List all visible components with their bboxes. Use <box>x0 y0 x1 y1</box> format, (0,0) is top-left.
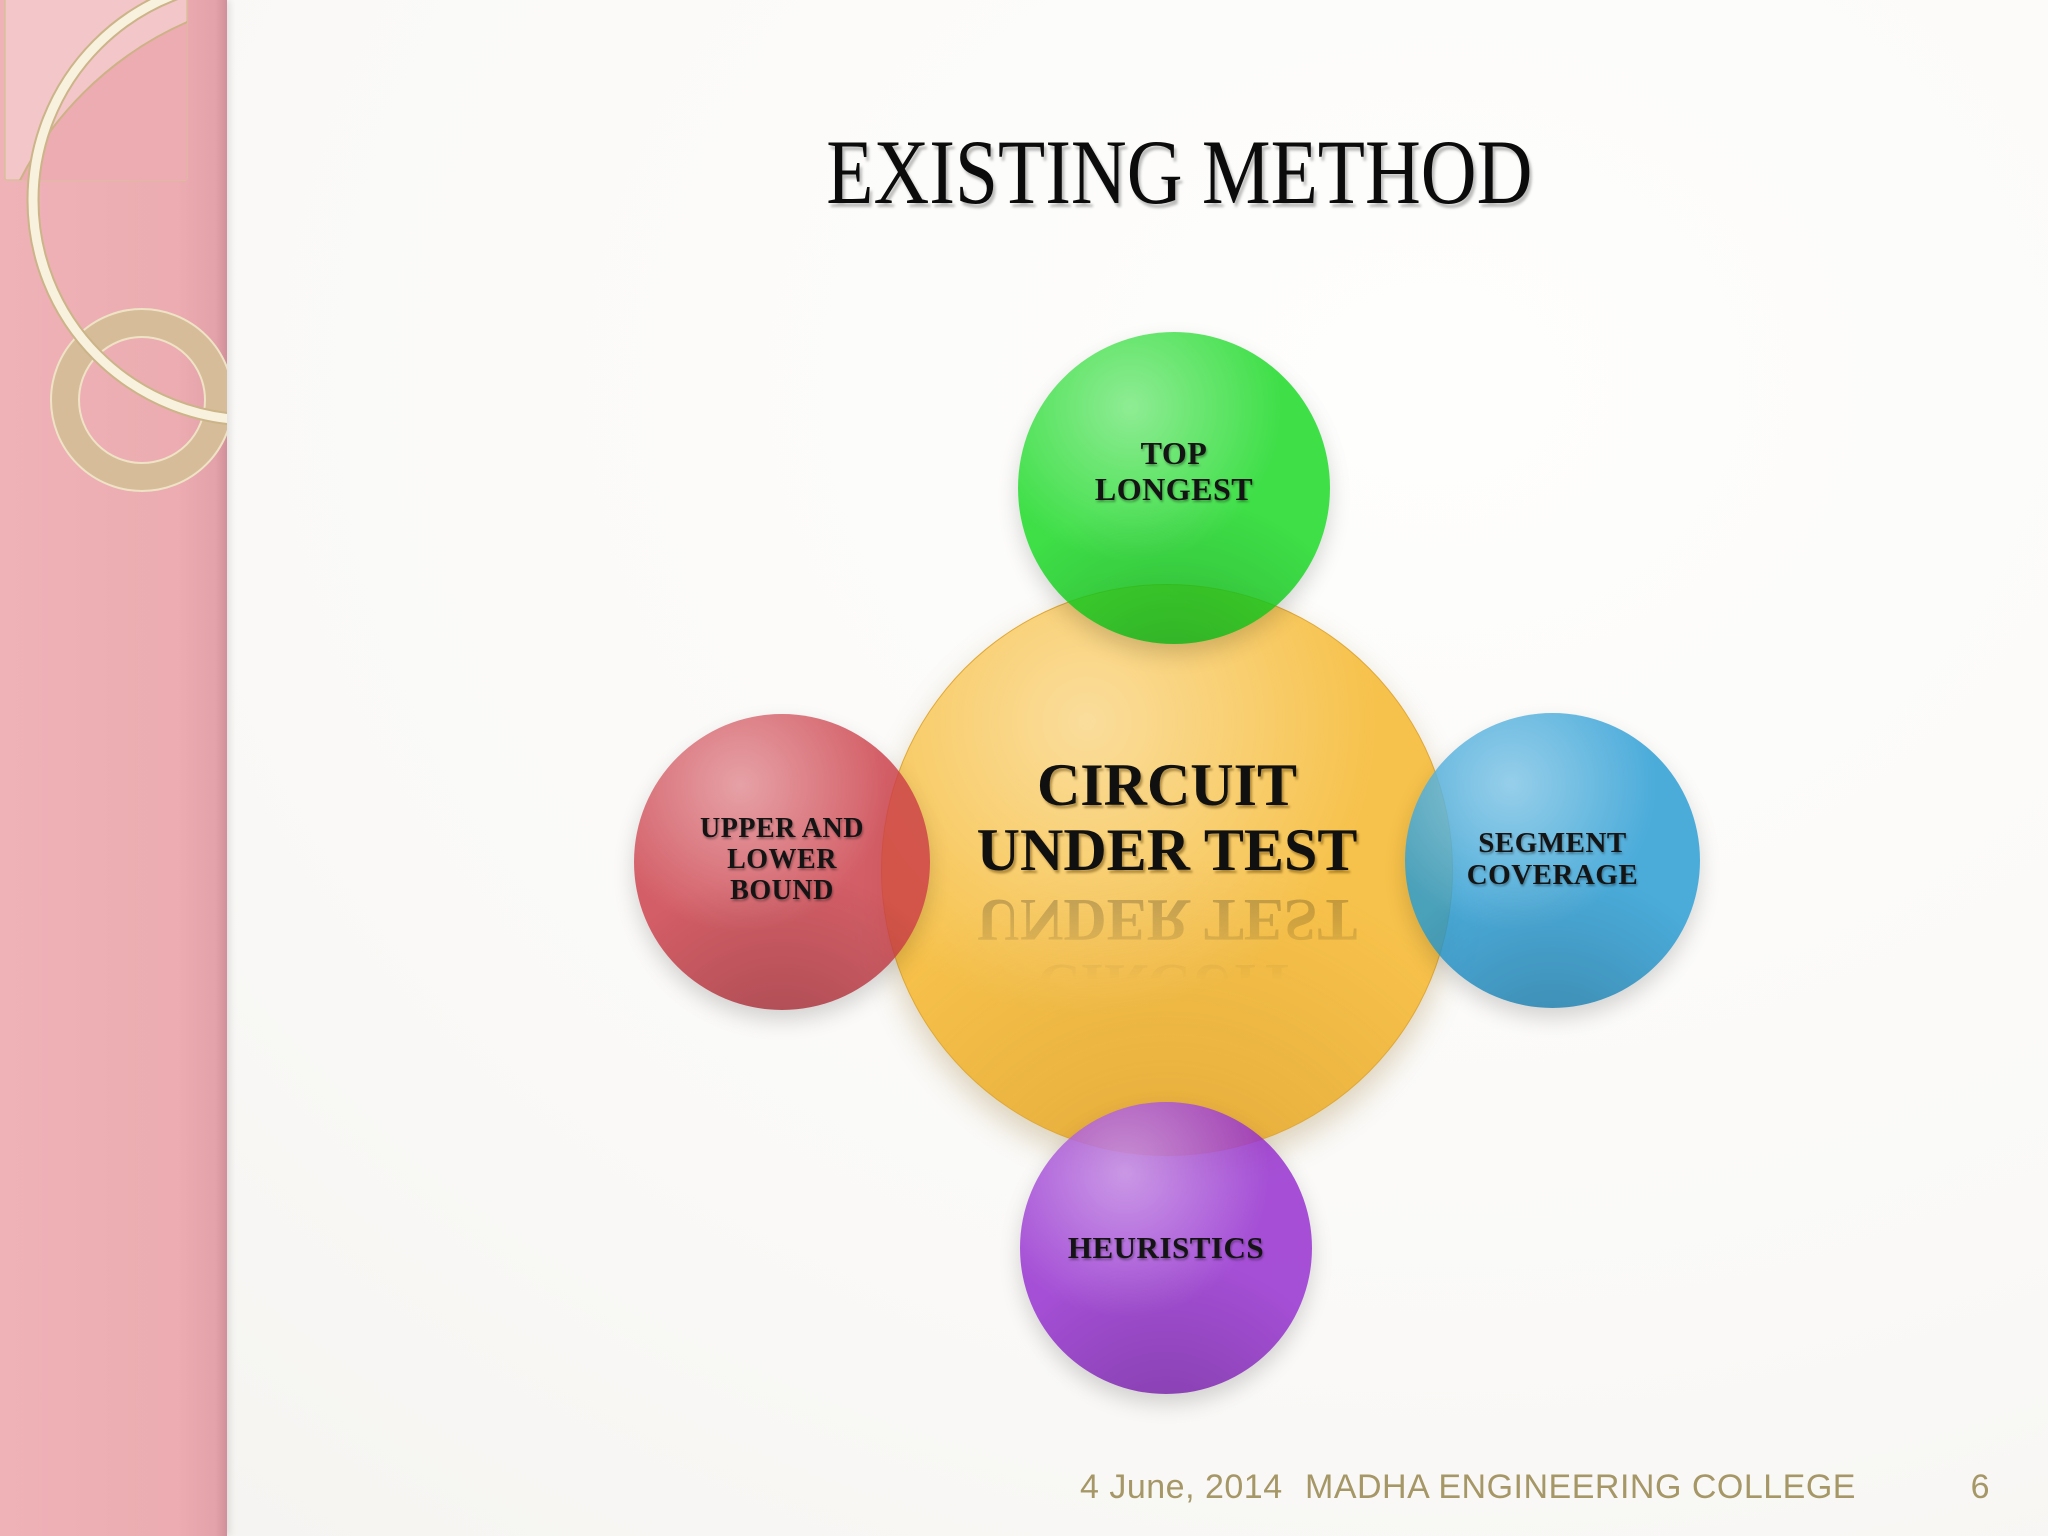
slide-title: EXISTING METHOD <box>310 116 2048 228</box>
footer-institution: MADHA ENGINEERING COLLEGE <box>1305 1468 1856 1506</box>
satellite-circle-heuristics: HEURISTICS <box>1020 1102 1312 1394</box>
satellite-label: HEURISTICS <box>1067 1230 1265 1265</box>
decorative-rings-icon <box>4 0 227 492</box>
satellite-label: TOP LONGEST <box>1094 435 1254 507</box>
satellite-circle-upper-lower-bound: UPPER AND LOWER BOUND <box>634 714 930 1010</box>
satellite-label: SEGMENT COVERAGE <box>1466 826 1639 891</box>
tan-ring-icon <box>51 309 227 491</box>
slide-title-text: EXISTING METHOD <box>825 121 1533 223</box>
center-circle-text: CIRCUIT UNDER TEST <box>976 752 1358 883</box>
center-circle: CIRCUIT UNDER TEST CIRCUIT UNDER TEST <box>881 584 1453 1156</box>
cream-ring-icon <box>28 0 227 423</box>
footer-page-number: 6 <box>1970 1468 1990 1506</box>
center-circle-label: CIRCUIT UNDER TEST CIRCUIT UNDER TEST <box>882 585 1452 1155</box>
satellite-circle-top-longest: TOP LONGEST <box>1018 332 1330 644</box>
slide-footer: 4 June, 2014 MADHA ENGINEERING COLLEGE 6 <box>0 1468 2048 1516</box>
center-circle-text-reflection: CIRCUIT UNDER TEST <box>976 887 1358 1018</box>
sidebar-decoration <box>0 0 227 1536</box>
satellite-circle-segment-coverage: SEGMENT COVERAGE <box>1405 713 1700 1008</box>
lens-curve <box>19 21 187 180</box>
footer-date: 4 June, 2014 <box>1080 1468 1283 1506</box>
satellite-label: UPPER AND LOWER BOUND <box>700 812 864 906</box>
